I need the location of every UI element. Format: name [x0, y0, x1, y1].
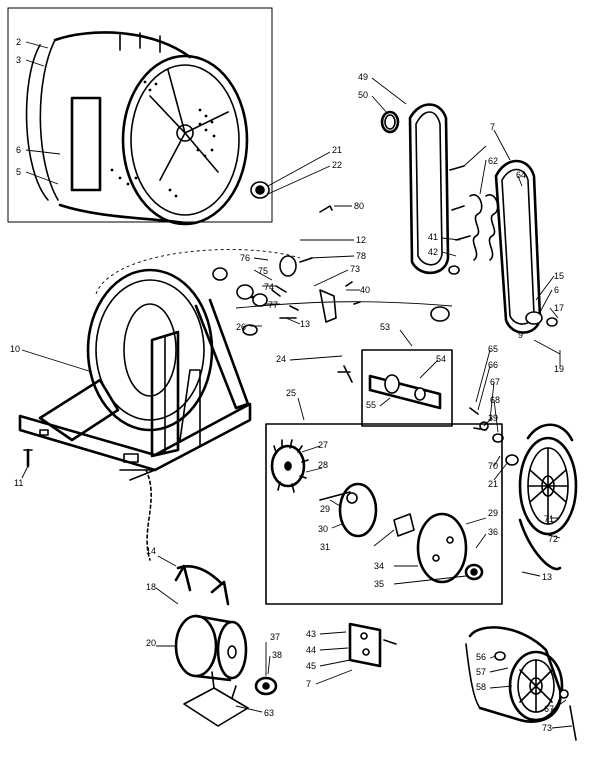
drum-perforations [110, 80, 216, 198]
label-22: 22 [332, 160, 342, 170]
label-37: 37 [270, 632, 280, 642]
label-34: 34 [374, 561, 384, 571]
label-75: 75 [258, 266, 268, 276]
label-25: 25 [286, 388, 296, 398]
label-67b: 67 [544, 704, 554, 714]
label-65: 65 [488, 344, 498, 354]
drum-seal-ring: 21 22 [250, 145, 342, 199]
label-26: 26 [236, 322, 246, 332]
label-15: 15 [554, 271, 564, 281]
label-40: 40 [360, 285, 370, 295]
belt-assembly: 49 50 7 62 64 41 42 15 6 17 9 19 [358, 72, 564, 374]
label-11: 11 [14, 478, 23, 488]
label-44: 44 [306, 645, 316, 655]
label-7: 7 [490, 122, 495, 132]
label-42: 42 [428, 247, 438, 257]
label-38: 38 [272, 650, 282, 660]
screw-80: 80 [319, 201, 364, 213]
label-57: 57 [476, 667, 486, 677]
label-55: 55 [366, 400, 376, 410]
label-71: 71 [544, 514, 554, 524]
label-74: 74 [264, 282, 274, 292]
label-63: 63 [264, 708, 274, 718]
label-12: 12 [356, 235, 366, 245]
label-21b: 21 [488, 479, 498, 489]
label-58: 58 [476, 682, 486, 692]
label-19: 19 [554, 364, 564, 374]
label-78: 78 [356, 251, 366, 261]
label-76: 76 [240, 253, 250, 263]
label-3: 3 [16, 55, 21, 65]
label-5: 5 [16, 167, 21, 177]
label-28: 28 [318, 460, 328, 470]
label-24: 24 [276, 354, 286, 364]
label-21: 21 [332, 145, 342, 155]
switch-assembly: 43 44 45 7 [306, 622, 397, 689]
label-49: 49 [358, 72, 368, 82]
label-2: 2 [16, 37, 21, 47]
label-54: 54 [436, 354, 446, 364]
label-41: 41 [428, 232, 438, 242]
label-45: 45 [306, 661, 316, 671]
lower-pulley: 56 57 58 67 73 [465, 626, 577, 741]
label-50: 50 [358, 90, 368, 100]
cabinet-frame: 10 11 24 25 [10, 249, 343, 488]
label-66: 66 [488, 360, 498, 370]
label-73b: 73 [542, 723, 552, 733]
label-35: 35 [374, 579, 384, 589]
label-9: 9 [518, 330, 523, 340]
label-6: 6 [16, 145, 21, 155]
label-80: 80 [354, 201, 364, 211]
label-68: 68 [490, 395, 500, 405]
label-70: 70 [488, 461, 498, 471]
label-72: 72 [548, 534, 558, 544]
label-29: 29 [320, 504, 330, 514]
label-30: 30 [318, 524, 328, 534]
drum-inset: 2 3 6 5 [7, 7, 273, 226]
label-56: 56 [476, 652, 486, 662]
label-67: 67 [490, 377, 500, 387]
pulley-side: 65 66 67 68 39 70 21 71 72 13 [469, 344, 578, 582]
label-62: 62 [488, 156, 498, 166]
label-18: 18 [146, 582, 156, 592]
label-13b: 13 [542, 572, 552, 582]
label-20: 20 [146, 638, 156, 648]
label-43: 43 [306, 629, 316, 639]
label-29b: 29 [488, 508, 498, 518]
label-6: 6 [554, 285, 559, 295]
label-17: 17 [554, 303, 564, 313]
label-31: 31 [320, 542, 330, 552]
motor-assembly: 14 18 20 37 38 63 [145, 469, 282, 727]
idler-group: 12 78 76 75 74 77 26 73 13 40 [212, 235, 370, 336]
blower-assembly-box: 27 28 29 30 31 29 36 34 35 [265, 423, 503, 605]
label-53: 53 [380, 322, 390, 332]
label-14: 14 [146, 546, 156, 556]
label-7b: 7 [306, 679, 311, 689]
label-36: 36 [488, 527, 498, 537]
blower-housing: 53 54 55 [235, 301, 453, 427]
label-27: 27 [318, 440, 328, 450]
label-13: 13 [300, 319, 310, 329]
label-39: 39 [488, 413, 498, 423]
label-10: 10 [10, 344, 20, 354]
label-64: 64 [516, 170, 526, 180]
label-73: 73 [350, 264, 360, 274]
